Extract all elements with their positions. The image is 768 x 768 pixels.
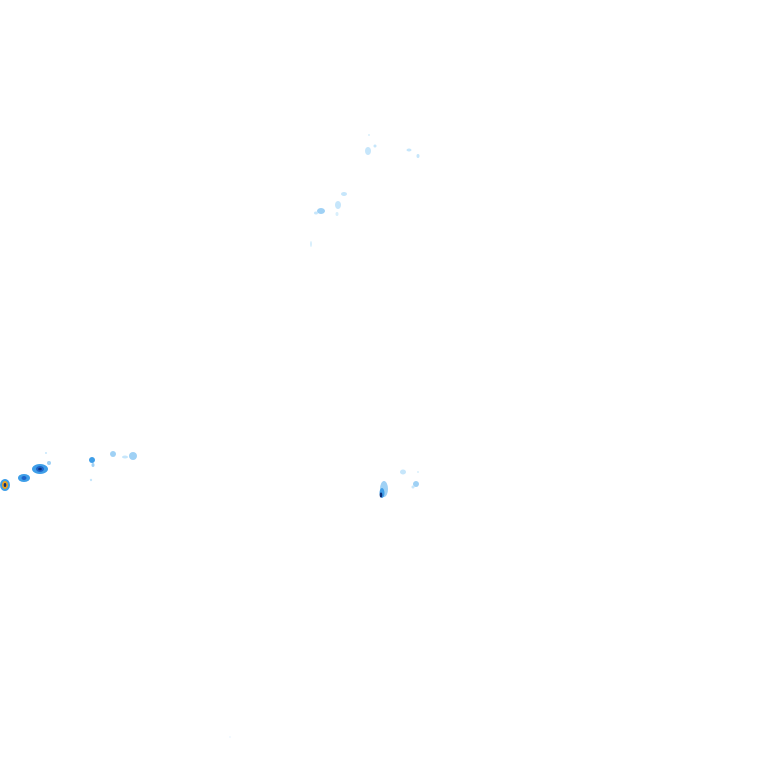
- rain-cell: [91, 463, 95, 467]
- rain-cell: [417, 471, 419, 473]
- rain-cell: [314, 211, 318, 215]
- rain-cell: [122, 455, 128, 459]
- rain-cell: [416, 154, 420, 158]
- rain-cells-central: [379, 469, 419, 498]
- rain-cell: [379, 492, 383, 498]
- rain-cell: [317, 208, 325, 214]
- rain-cell: [335, 212, 339, 216]
- rain-cell: [47, 461, 51, 465]
- rain-cell: [368, 134, 370, 136]
- rain-cell: [365, 147, 371, 155]
- rain-cell: [310, 241, 312, 247]
- rain-cells-south: [229, 736, 231, 738]
- rain-cell: [400, 469, 406, 475]
- rain-cell: [229, 736, 231, 738]
- rain-cell: [110, 451, 116, 457]
- rain-cell: [406, 148, 412, 152]
- rain-cell: [413, 481, 419, 487]
- rain-cell: [38, 467, 42, 471]
- rain-cell: [3, 483, 7, 487]
- rain-cell: [129, 452, 137, 460]
- rain-cell: [21, 476, 27, 480]
- rain-cells-west: [0, 451, 137, 491]
- rain-cell: [373, 144, 377, 148]
- rain-cell: [45, 452, 47, 454]
- rain-cells-north: [310, 134, 420, 247]
- rain-cell: [411, 485, 415, 489]
- rain-cell: [341, 192, 347, 196]
- rain-cell: [89, 457, 95, 463]
- rain-cell: [335, 201, 341, 209]
- rain-cell: [89, 478, 93, 482]
